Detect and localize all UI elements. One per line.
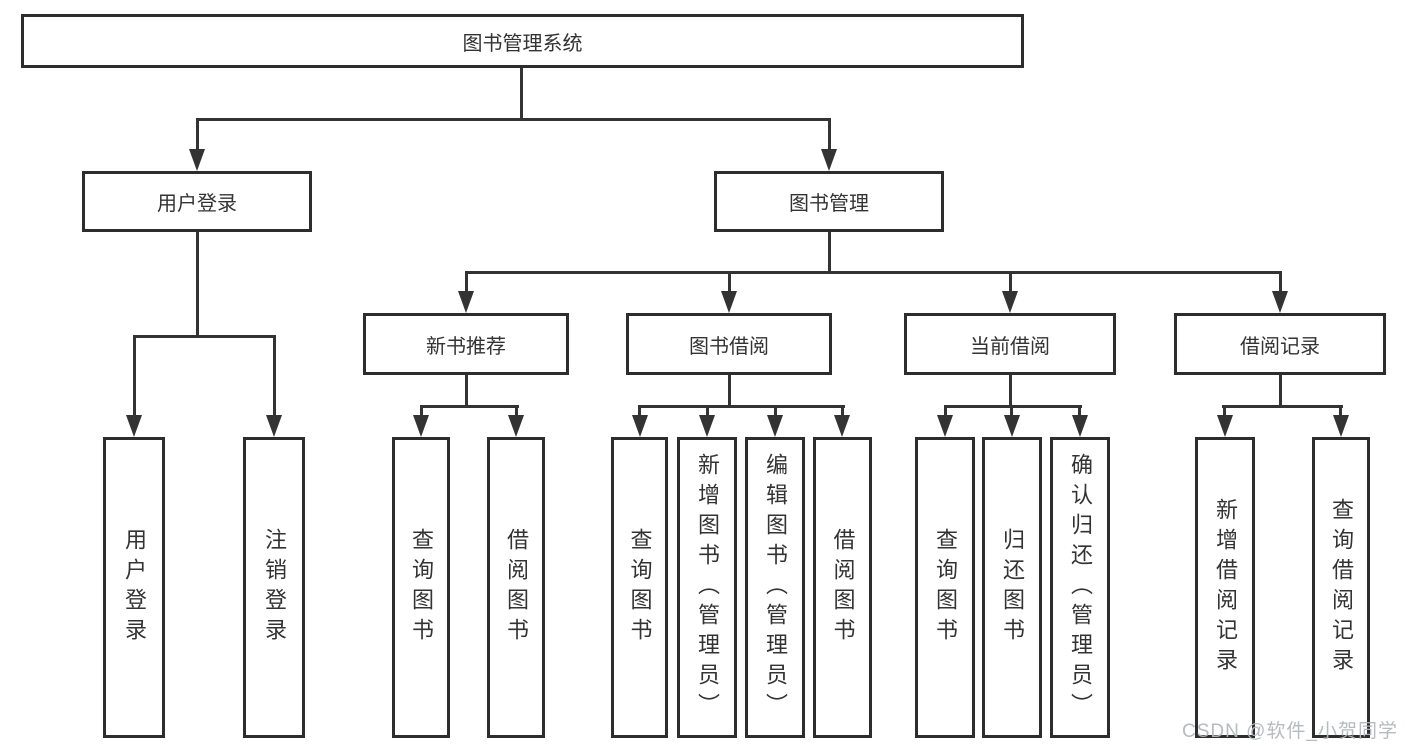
arrow-down-icon bbox=[699, 415, 715, 437]
leaf-query-books-newbooks: 查询图书 bbox=[392, 437, 450, 738]
leaf-borrow-books-newbooks: 借阅图书 bbox=[487, 437, 545, 738]
connector-line bbox=[944, 405, 947, 417]
connector-line bbox=[638, 405, 845, 408]
connector-line bbox=[420, 405, 519, 408]
leaf-query-books-label: 查询图书 bbox=[933, 527, 958, 648]
node-root-label: 图书管理系统 bbox=[462, 32, 583, 55]
leaf-add-borrow-record-label: 新增借阅记录 bbox=[1213, 497, 1238, 678]
leaf-borrow-books-label: 借阅图书 bbox=[504, 527, 529, 648]
leaf-query-borrow-record: 查询借阅记录 bbox=[1312, 437, 1370, 738]
arrow-down-icon bbox=[458, 291, 474, 313]
node-new-book-recommend: 新书推荐 bbox=[363, 313, 569, 375]
connector-line bbox=[828, 232, 831, 274]
leaf-edit-books-admin-label: 编辑图书（管理员） bbox=[763, 452, 788, 723]
connector-line bbox=[196, 118, 199, 152]
arrow-down-icon bbox=[834, 415, 850, 437]
arrow-down-icon bbox=[508, 415, 524, 437]
leaf-return-books: 归还图书 bbox=[982, 437, 1042, 738]
arrow-down-icon bbox=[721, 291, 737, 313]
arrow-down-icon bbox=[632, 415, 648, 437]
connector-line bbox=[465, 375, 468, 408]
arrow-down-icon bbox=[1002, 291, 1018, 313]
leaf-add-books-admin-label: 新增图书（管理员） bbox=[695, 452, 720, 723]
node-book-borrow: 图书借阅 bbox=[626, 313, 832, 375]
connector-line bbox=[841, 405, 844, 417]
node-book-management-label: 图书管理 bbox=[789, 193, 869, 215]
node-borrow-records: 借阅记录 bbox=[1174, 313, 1386, 375]
connector-line bbox=[515, 405, 518, 417]
connector-line bbox=[828, 118, 831, 152]
connector-line bbox=[1223, 405, 1226, 417]
leaf-query-books-label: 查询图书 bbox=[409, 527, 434, 648]
arrow-down-icon bbox=[1272, 291, 1288, 313]
node-user-login-label: 用户登录 bbox=[157, 193, 237, 215]
arrow-down-icon bbox=[937, 415, 953, 437]
arrow-down-icon bbox=[767, 415, 783, 437]
connector-line bbox=[196, 118, 831, 121]
connector-line bbox=[1222, 405, 1343, 408]
connector-line bbox=[944, 405, 1082, 408]
connector-line bbox=[1009, 271, 1012, 294]
leaf-borrow-books-borrow: 借阅图书 bbox=[813, 437, 872, 738]
arrow-down-icon bbox=[1004, 415, 1020, 437]
arrow-down-icon bbox=[1217, 415, 1233, 437]
arrow-down-icon bbox=[821, 149, 837, 171]
connector-line bbox=[133, 335, 136, 417]
node-book-borrow-label: 图书借阅 bbox=[689, 335, 769, 358]
connector-line bbox=[728, 271, 731, 294]
connector-line bbox=[273, 335, 276, 417]
connector-line bbox=[1009, 375, 1012, 408]
connector-line bbox=[465, 271, 468, 294]
leaf-user-login: 用户登录 bbox=[103, 437, 165, 738]
leaf-borrow-books-label: 借阅图书 bbox=[830, 527, 856, 648]
leaf-logout-label: 注销登录 bbox=[262, 527, 287, 648]
connector-line bbox=[1010, 405, 1013, 417]
arrow-down-icon bbox=[266, 415, 282, 437]
connector-line bbox=[1339, 405, 1342, 417]
leaf-confirm-return-admin-label: 确认归还（管理员） bbox=[1068, 452, 1093, 723]
connector-line bbox=[638, 405, 641, 417]
leaf-logout: 注销登录 bbox=[243, 437, 305, 738]
connector-line bbox=[420, 405, 423, 417]
arrow-down-icon bbox=[1333, 415, 1349, 437]
leaf-confirm-return-admin: 确认归还（管理员） bbox=[1050, 437, 1110, 738]
arrow-down-icon bbox=[413, 415, 429, 437]
connector-line bbox=[465, 271, 1282, 274]
connector-line bbox=[196, 232, 199, 338]
node-new-book-recommend-label: 新书推荐 bbox=[426, 335, 506, 358]
leaf-add-borrow-record: 新增借阅记录 bbox=[1195, 437, 1255, 738]
leaf-edit-books-admin: 编辑图书（管理员） bbox=[745, 437, 805, 738]
leaf-query-borrow-record-label: 查询借阅记录 bbox=[1329, 497, 1354, 678]
node-book-management: 图书管理 bbox=[714, 171, 944, 232]
connector-line bbox=[1279, 271, 1282, 294]
node-borrow-records-label: 借阅记录 bbox=[1240, 335, 1320, 358]
leaf-query-books-borrow: 查询图书 bbox=[611, 437, 668, 738]
connector-line bbox=[706, 405, 709, 417]
leaf-query-books-label: 查询图书 bbox=[627, 527, 653, 648]
leaf-add-books-admin: 新增图书（管理员） bbox=[677, 437, 737, 738]
node-user-login: 用户登录 bbox=[82, 171, 312, 232]
connector-line bbox=[1279, 375, 1282, 408]
leaf-user-login-label: 用户登录 bbox=[122, 527, 147, 648]
leaf-query-books-current: 查询图书 bbox=[915, 437, 975, 738]
leaf-return-books-label: 归还图书 bbox=[1000, 527, 1025, 648]
csdn-watermark: CSDN @软件_小贺同学 bbox=[1182, 721, 1398, 742]
connector-line bbox=[774, 405, 777, 417]
node-current-borrow: 当前借阅 bbox=[904, 313, 1116, 375]
arrow-down-icon bbox=[126, 415, 142, 437]
node-current-borrow-label: 当前借阅 bbox=[970, 335, 1050, 358]
arrow-down-icon bbox=[189, 149, 205, 171]
connector-line bbox=[1078, 405, 1081, 417]
node-root: 图书管理系统 bbox=[21, 14, 1024, 68]
connector-line bbox=[520, 68, 523, 121]
connector-line bbox=[133, 335, 275, 338]
arrow-down-icon bbox=[1072, 415, 1088, 437]
connector-line bbox=[728, 375, 731, 408]
